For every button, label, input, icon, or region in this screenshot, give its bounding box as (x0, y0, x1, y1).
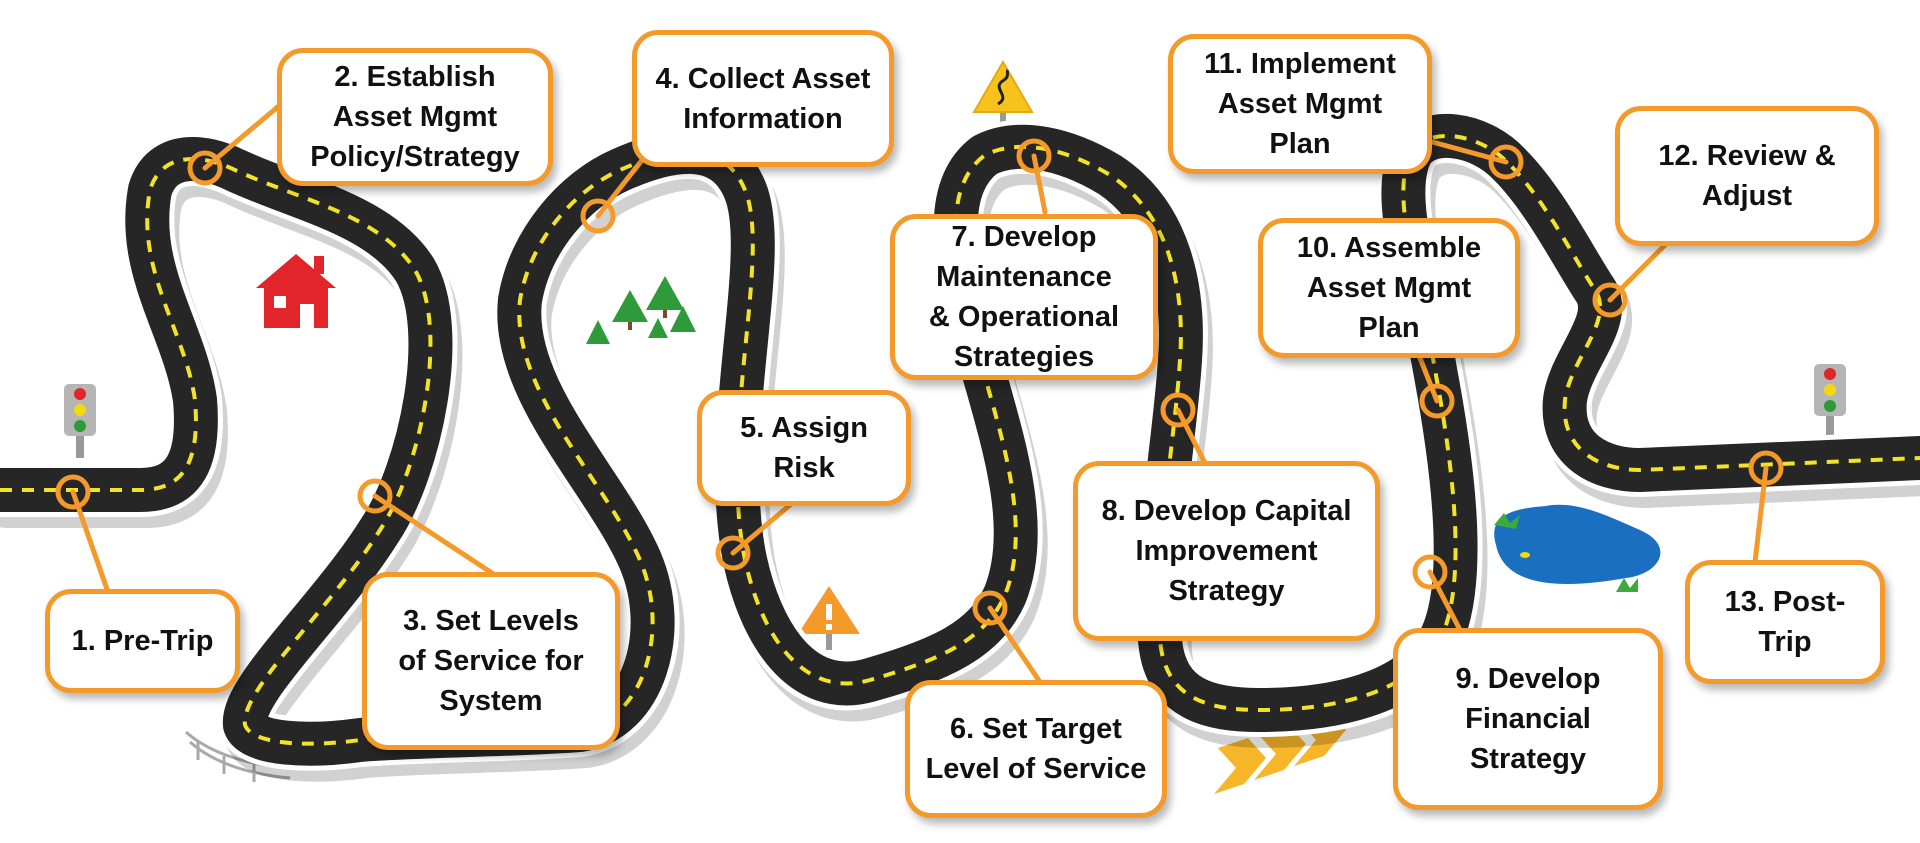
lane-marking (0, 133, 1920, 746)
connector-step-10 (1417, 355, 1440, 404)
milestone-marker-7 (1016, 138, 1052, 174)
milestone-marker-6 (972, 590, 1008, 626)
milestone-marker-10 (1419, 383, 1455, 419)
step-8-label: 8. Develop Capital Improvement Strategy (1101, 495, 1352, 607)
step-10-label: 10. Assemble Asset Mgmt Plan (1296, 232, 1482, 344)
milestone-marker-8 (1160, 392, 1196, 428)
step-9-label: 9. Develop Financial Strategy (1455, 663, 1601, 775)
step-11-box: 11. Implement Asset Mgmt Plan (1168, 34, 1432, 174)
traffic-light-right-icon (1814, 364, 1846, 438)
connector-step-8 (1175, 407, 1208, 466)
traffic-light-left-icon (64, 384, 96, 458)
step-10-box: 10. Assemble Asset Mgmt Plan (1258, 218, 1520, 358)
step-3-label: 3. Set Levels of Service for System (398, 605, 584, 717)
milestone-marker-11 (1488, 144, 1524, 180)
step-1-box: 1. Pre-Trip (45, 589, 240, 693)
milestone-marker-12 (1592, 282, 1628, 318)
milestone-markers (55, 138, 1784, 626)
milestone-marker-9 (1412, 554, 1448, 590)
step-5-box: 5. Assign Risk (697, 390, 911, 506)
house-icon (256, 254, 336, 328)
connector-step-3 (372, 493, 498, 578)
milestone-marker-3 (357, 478, 393, 514)
step-2-label: 2. Establish Asset Mgmt Policy/Strategy (310, 61, 520, 173)
step-5-label: 5. Assign Risk (740, 412, 868, 484)
step-7-label: 7. Develop Maintenance & Operational Str… (928, 221, 1120, 373)
trees-icon (586, 276, 696, 344)
connector-step-9 (1427, 569, 1463, 633)
step-3-box: 3. Set Levels of Service for System (362, 572, 620, 750)
connector-step-1 (70, 489, 111, 595)
connector-step-7 (1031, 153, 1048, 215)
connector-step-5 (730, 502, 793, 556)
step-11-label: 11. Implement Asset Mgmt Plan (1204, 48, 1396, 160)
step-12-label: 12. Review & Adjust (1658, 140, 1836, 212)
step-13-label: 13. Post- Trip (1724, 586, 1846, 658)
connector-step-12 (1607, 242, 1668, 303)
step-2-box: 2. Establish Asset Mgmt Policy/Strategy (277, 48, 553, 186)
milestone-marker-5 (715, 535, 751, 571)
step-4-box: 4. Collect Asset Information (632, 30, 894, 167)
step-6-box: 6. Set Target Level of Service (905, 680, 1167, 818)
milestone-marker-2 (187, 150, 223, 186)
milestone-marker-13 (1748, 450, 1784, 486)
step-12-box: 12. Review & Adjust (1615, 106, 1879, 246)
warning-sign-icon (798, 586, 860, 650)
curve-warning-sign-icon (972, 60, 1034, 130)
pond-icon (1494, 504, 1661, 592)
step-8-box: 8. Develop Capital Improvement Strategy (1073, 461, 1380, 641)
step-13-box: 13. Post- Trip (1685, 560, 1885, 684)
step-1-label: 1. Pre-Trip (71, 625, 214, 657)
milestone-marker-4 (580, 198, 616, 234)
step-6-label: 6. Set Target Level of Service (925, 713, 1147, 785)
step-9-box: 9. Develop Financial Strategy (1393, 628, 1663, 810)
milestone-marker-1 (55, 474, 91, 510)
step-7-box: 7. Develop Maintenance & Operational Str… (890, 214, 1158, 380)
step-4-label: 4. Collect Asset Information (655, 62, 871, 135)
